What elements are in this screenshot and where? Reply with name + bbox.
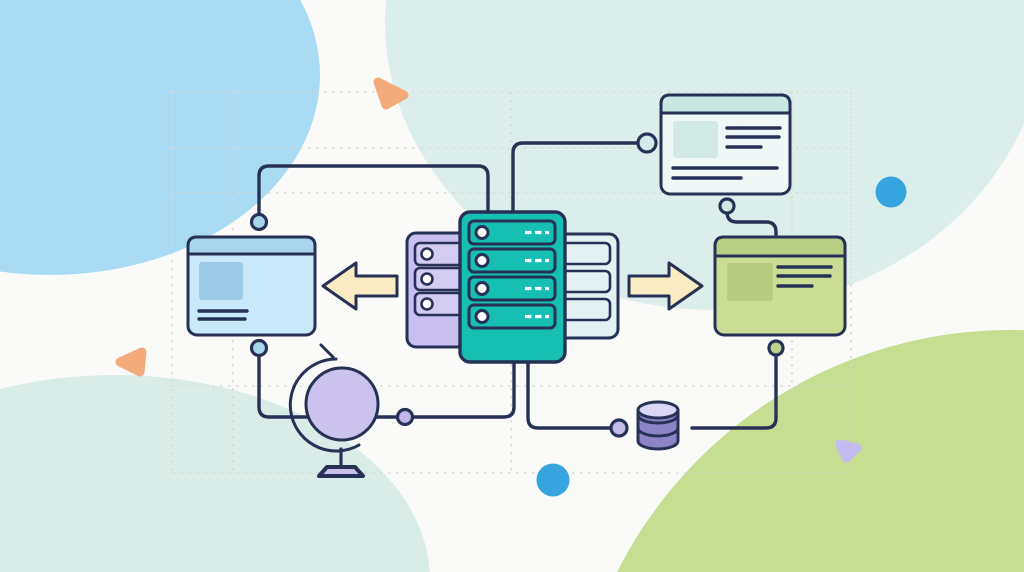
server-rack-teal <box>458 210 567 364</box>
browser-card-blue <box>186 235 317 337</box>
globe-ring <box>288 357 361 453</box>
connector-server-to-left-card-bottom <box>257 354 516 419</box>
dashed-grid <box>171 91 852 474</box>
accents <box>115 77 907 497</box>
slot-led-icon <box>474 225 490 240</box>
accent-dot <box>875 176 907 208</box>
database-band <box>636 427 680 438</box>
globe-sphere <box>304 366 380 442</box>
slot-led-icon <box>420 297 434 311</box>
globe-base <box>317 465 365 478</box>
accent-triangle-lavender <box>835 439 862 463</box>
card-thumbnail <box>199 262 243 300</box>
accent-triangle-orange <box>115 347 147 377</box>
connector-nodes <box>249 132 785 438</box>
globe-axis-pin <box>319 343 335 359</box>
connector-node <box>636 132 658 154</box>
arrow-right-icon <box>627 261 704 311</box>
connector-node <box>718 197 736 215</box>
globe-icon <box>288 343 380 478</box>
server-slot <box>467 219 557 246</box>
connector-server-to-left-card-top <box>257 164 490 216</box>
slot-led-icon <box>420 247 434 261</box>
connector-window-to-green-card <box>725 210 778 240</box>
database-band <box>636 414 680 425</box>
card-header-bar <box>713 235 847 258</box>
connector-server-to-top-window <box>511 141 639 215</box>
window-header-bar <box>659 93 792 115</box>
accent-triangle-orange <box>373 77 409 110</box>
slot-led-icon <box>474 281 490 296</box>
server-slot <box>467 275 557 302</box>
server-slot <box>467 303 557 330</box>
accent-dot <box>536 463 570 497</box>
connectors <box>257 141 778 430</box>
connector-node <box>249 212 269 232</box>
blob-blue-top-left <box>0 0 320 275</box>
server-slots <box>467 219 557 330</box>
connector-node <box>767 339 785 357</box>
card-header-bar <box>186 235 317 256</box>
connector-node <box>395 407 415 427</box>
connector-node <box>249 338 269 358</box>
connector-server-to-database <box>526 359 613 430</box>
browser-window-top <box>659 93 792 196</box>
slot-led-icon <box>420 272 434 286</box>
server-slot <box>467 247 557 274</box>
card-thumbnail <box>727 263 773 301</box>
connector-database-to-green-card <box>690 354 778 430</box>
database-icon <box>636 400 680 451</box>
database-top <box>636 400 680 420</box>
connector-node <box>609 418 629 438</box>
window-thumbnail <box>673 121 718 158</box>
slot-led-icon <box>474 309 490 324</box>
blob-mint-bottom-left <box>0 375 430 572</box>
arrow-left-icon <box>321 261 399 311</box>
slot-led-icon <box>474 253 490 268</box>
browser-card-green <box>713 235 847 337</box>
blob-green-bottom-right <box>617 330 1024 572</box>
